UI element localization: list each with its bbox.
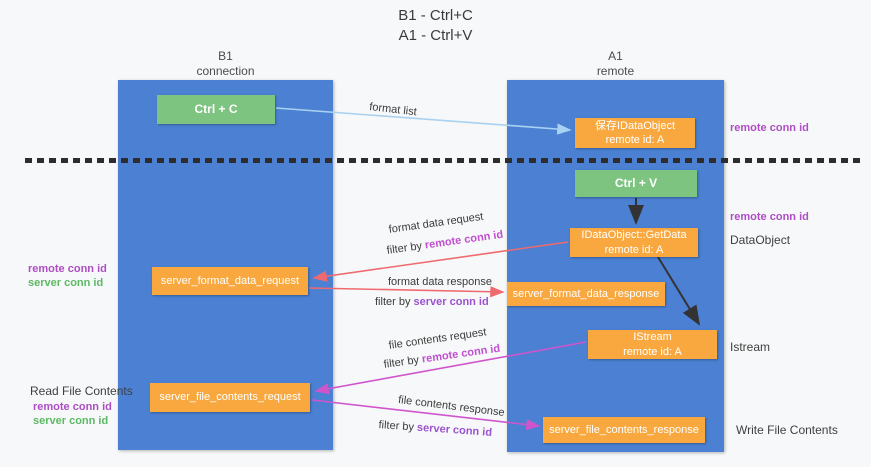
arrow-format-data-response: [308, 286, 505, 298]
arrow-file-contents-response: [311, 399, 541, 431]
filter-prefix-2: filter by: [375, 296, 414, 308]
title-line-2: A1 - Ctrl+V: [398, 26, 473, 44]
save-idataobject-line2: remote id: A: [605, 134, 665, 146]
annotation-remote-conn-id-bottom-left: remote conn id: [33, 401, 112, 413]
server-file-contents-request-label: server_file_contents_request: [159, 391, 301, 404]
lane-a1-name: A1: [608, 49, 623, 63]
server-format-data-response-label: server_format_data_response: [512, 287, 660, 300]
copy-paste-separator-line: [25, 158, 865, 163]
istream-line2: remote id: A: [623, 345, 682, 358]
node-server-format-data-request: server_format_data_request: [152, 267, 308, 295]
annotation-write-file-contents: Write File Contents: [736, 423, 838, 437]
annotation-read-file-contents: Read File Contents: [30, 384, 133, 398]
node-ctrl-c: Ctrl + C: [157, 95, 275, 124]
ctrl-v-label: Ctrl + V: [614, 175, 658, 190]
node-istream: IStream remote id: A: [588, 330, 717, 359]
lane-b1-name: B1: [218, 49, 233, 63]
node-server-file-contents-response: server_file_contents_response: [543, 417, 705, 443]
istream-line1: IStream: [633, 331, 672, 344]
node-server-file-contents-request: server_file_contents_request: [150, 383, 310, 412]
annotation-istream: Istream: [730, 340, 771, 354]
flow-label-filter-server-1: filter by server conn id: [375, 296, 489, 308]
lane-a1-role: remote: [596, 64, 635, 78]
save-idataobject-line1: 保存IDataObject: [594, 119, 676, 132]
node-save-idataobject: 保存IDataObject remote id: A: [575, 118, 695, 148]
filter-key-server-conn-id-1: server conn id: [413, 296, 489, 308]
annotation-remote-conn-id-mid-left: remote conn id: [28, 263, 107, 275]
title-line-1: B1 - Ctrl+C: [398, 7, 473, 24]
getdata-line1: IDataObject::GetData: [581, 229, 687, 242]
node-idataobject-getdata: IDataObject::GetData remote id: A: [570, 228, 698, 257]
lane-header-a1: A1 remote: [507, 49, 724, 79]
node-server-format-data-response: server_format_data_response: [507, 282, 665, 306]
server-format-data-request-label: server_format_data_request: [160, 274, 300, 287]
diagram-title: B1 - Ctrl+C A1 - Ctrl+V: [0, 6, 871, 45]
annotation-remote-conn-id-top-right: remote conn id: [730, 122, 809, 134]
annotation-server-conn-id-mid-left: server conn id: [28, 277, 104, 289]
arrow-file-contents-request: [314, 341, 587, 395]
ctrl-c-label: Ctrl + C: [194, 101, 238, 116]
lane-header-b1: B1 connection: [118, 49, 333, 79]
annotation-server-conn-id-bottom-left: server conn id: [33, 415, 109, 427]
annotation-dataobject: DataObject: [730, 233, 791, 247]
getdata-line2: remote id: A: [604, 243, 664, 256]
arrow-getdata-to-istream: [657, 256, 701, 326]
server-file-contents-response-label: server_file_contents_response: [549, 423, 699, 436]
arrow-format-list: [275, 107, 572, 135]
flow-label-format-data-response: format data response: [388, 276, 492, 288]
annotation-remote-conn-id-mid-right: remote conn id: [730, 211, 809, 223]
node-ctrl-v: Ctrl + V: [575, 170, 697, 197]
arrow-format-data-request: [312, 241, 569, 282]
lane-b1-role: connection: [196, 64, 255, 78]
